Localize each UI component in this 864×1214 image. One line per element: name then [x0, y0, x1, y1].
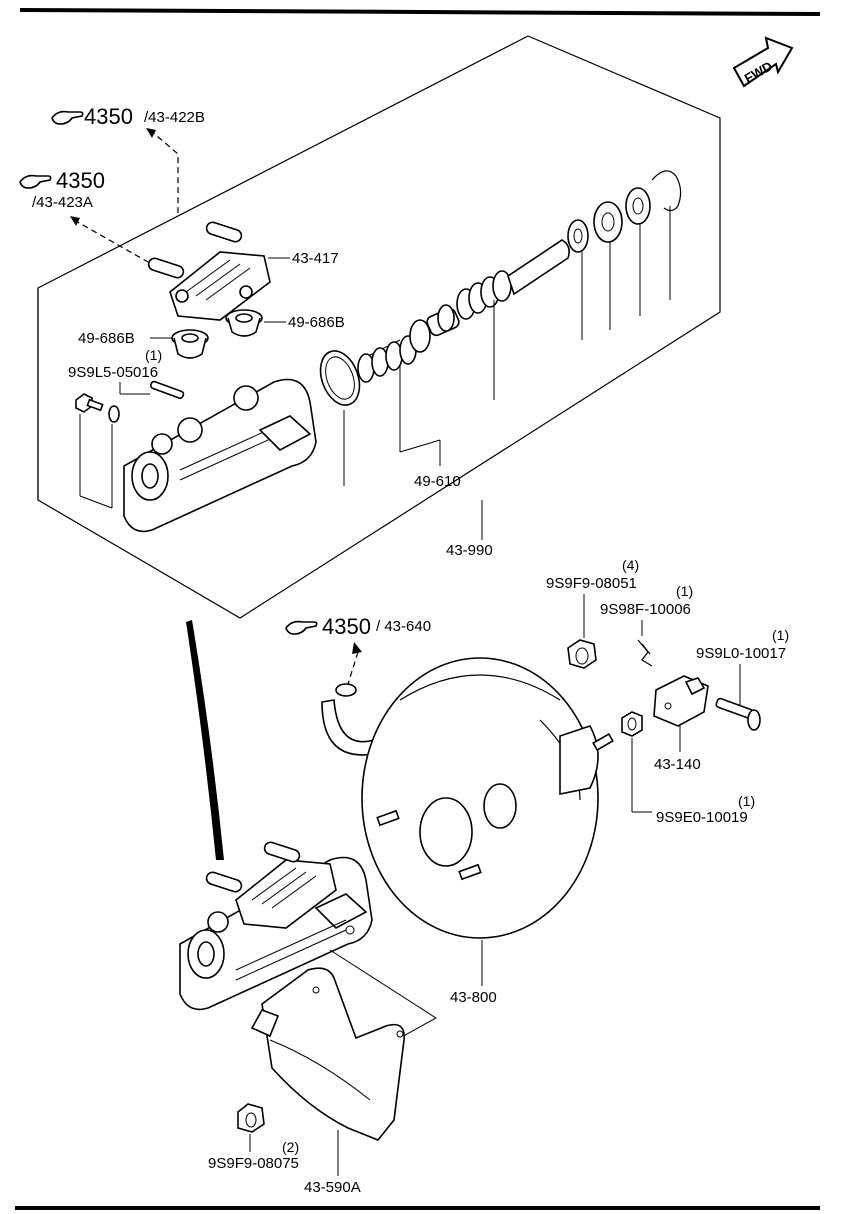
qty-9s9f9-08051: (4) [622, 557, 639, 573]
reference-number: 4350 [322, 614, 371, 639]
reference-number: 4350 [84, 104, 133, 129]
label-9s9f9-08075: 9S9F9-08075 [208, 1155, 299, 1172]
label-49-686b-right: 49-686B [288, 314, 345, 331]
label-9s9l0-10017: 9S9L0-10017 [696, 645, 786, 662]
flange-nut-08051 [567, 639, 597, 669]
top-rule [19, 8, 821, 16]
secondary-piston-assembly [357, 304, 460, 383]
flange-nut-08075 [237, 1103, 265, 1133]
spring-clip [637, 639, 653, 667]
clevis-pin [715, 697, 761, 731]
reference-section: /43-423A [32, 194, 93, 211]
grommet-left [171, 329, 209, 359]
qty-9s9l5-05016: (1) [145, 347, 162, 363]
bleeder-screw [75, 393, 104, 413]
reference-section: / 43-640 [376, 618, 431, 635]
snap-ring [651, 170, 682, 212]
reference-4350-422b: 4350 /43-422B [51, 104, 205, 129]
reference-number: 4350 [56, 168, 105, 193]
o-ring [319, 350, 361, 406]
label-43-800: 43-800 [450, 989, 497, 1006]
label-49-686b-left: 49-686B [78, 330, 135, 347]
label-9s9e0-10019: 9S9E0-10019 [656, 809, 748, 826]
label-43-590a: 43-590A [304, 1179, 361, 1196]
fwd-arrow-icon: FWD [732, 36, 794, 88]
label-9s98f-10006: 9S98F-10006 [600, 601, 691, 618]
assembly-arrow [186, 620, 224, 860]
label-43-140: 43-140 [654, 756, 701, 773]
qty-9s9f9-08075: (2) [282, 1139, 299, 1155]
reservoir-43-417 [147, 221, 271, 321]
lock-nut-10019 [621, 711, 643, 737]
stop-washer [567, 219, 589, 253]
qty-9s9e0-10019: (1) [738, 793, 755, 809]
reference-section: /43-422B [144, 109, 205, 126]
heat-shield-43-590a [250, 967, 405, 1141]
label-49-610: 49-610 [414, 473, 461, 490]
primary-piston-assembly [456, 239, 570, 320]
clevis-43-140 [653, 675, 709, 727]
piston-seal [625, 187, 651, 225]
label-9s9l5-05016: 9S9L5-05016 [68, 364, 158, 381]
washer [108, 405, 120, 423]
pointing-hand-icon [285, 620, 318, 635]
pointing-hand-icon [51, 110, 84, 125]
label-9s9f9-08051: 9S9F9-08051 [546, 575, 637, 592]
cup-seal [593, 201, 623, 243]
qty-9s9l0-10017: (1) [772, 627, 789, 643]
brake-booster [361, 657, 614, 939]
reference-4350-423a: 4350 /43-423A [19, 168, 105, 211]
qty-9s98f-10006: (1) [676, 583, 693, 599]
master-cylinder-body [123, 378, 317, 533]
label-43-417: 43-417 [292, 250, 339, 267]
label-43-990: 43-990 [446, 542, 493, 559]
pointing-hand-icon [19, 174, 52, 189]
reference-4350-640: 4350 / 43-640 [285, 614, 431, 639]
grommet-right [225, 309, 263, 337]
roll-pin [149, 380, 185, 399]
master-cylinder-assembled [179, 841, 373, 1011]
